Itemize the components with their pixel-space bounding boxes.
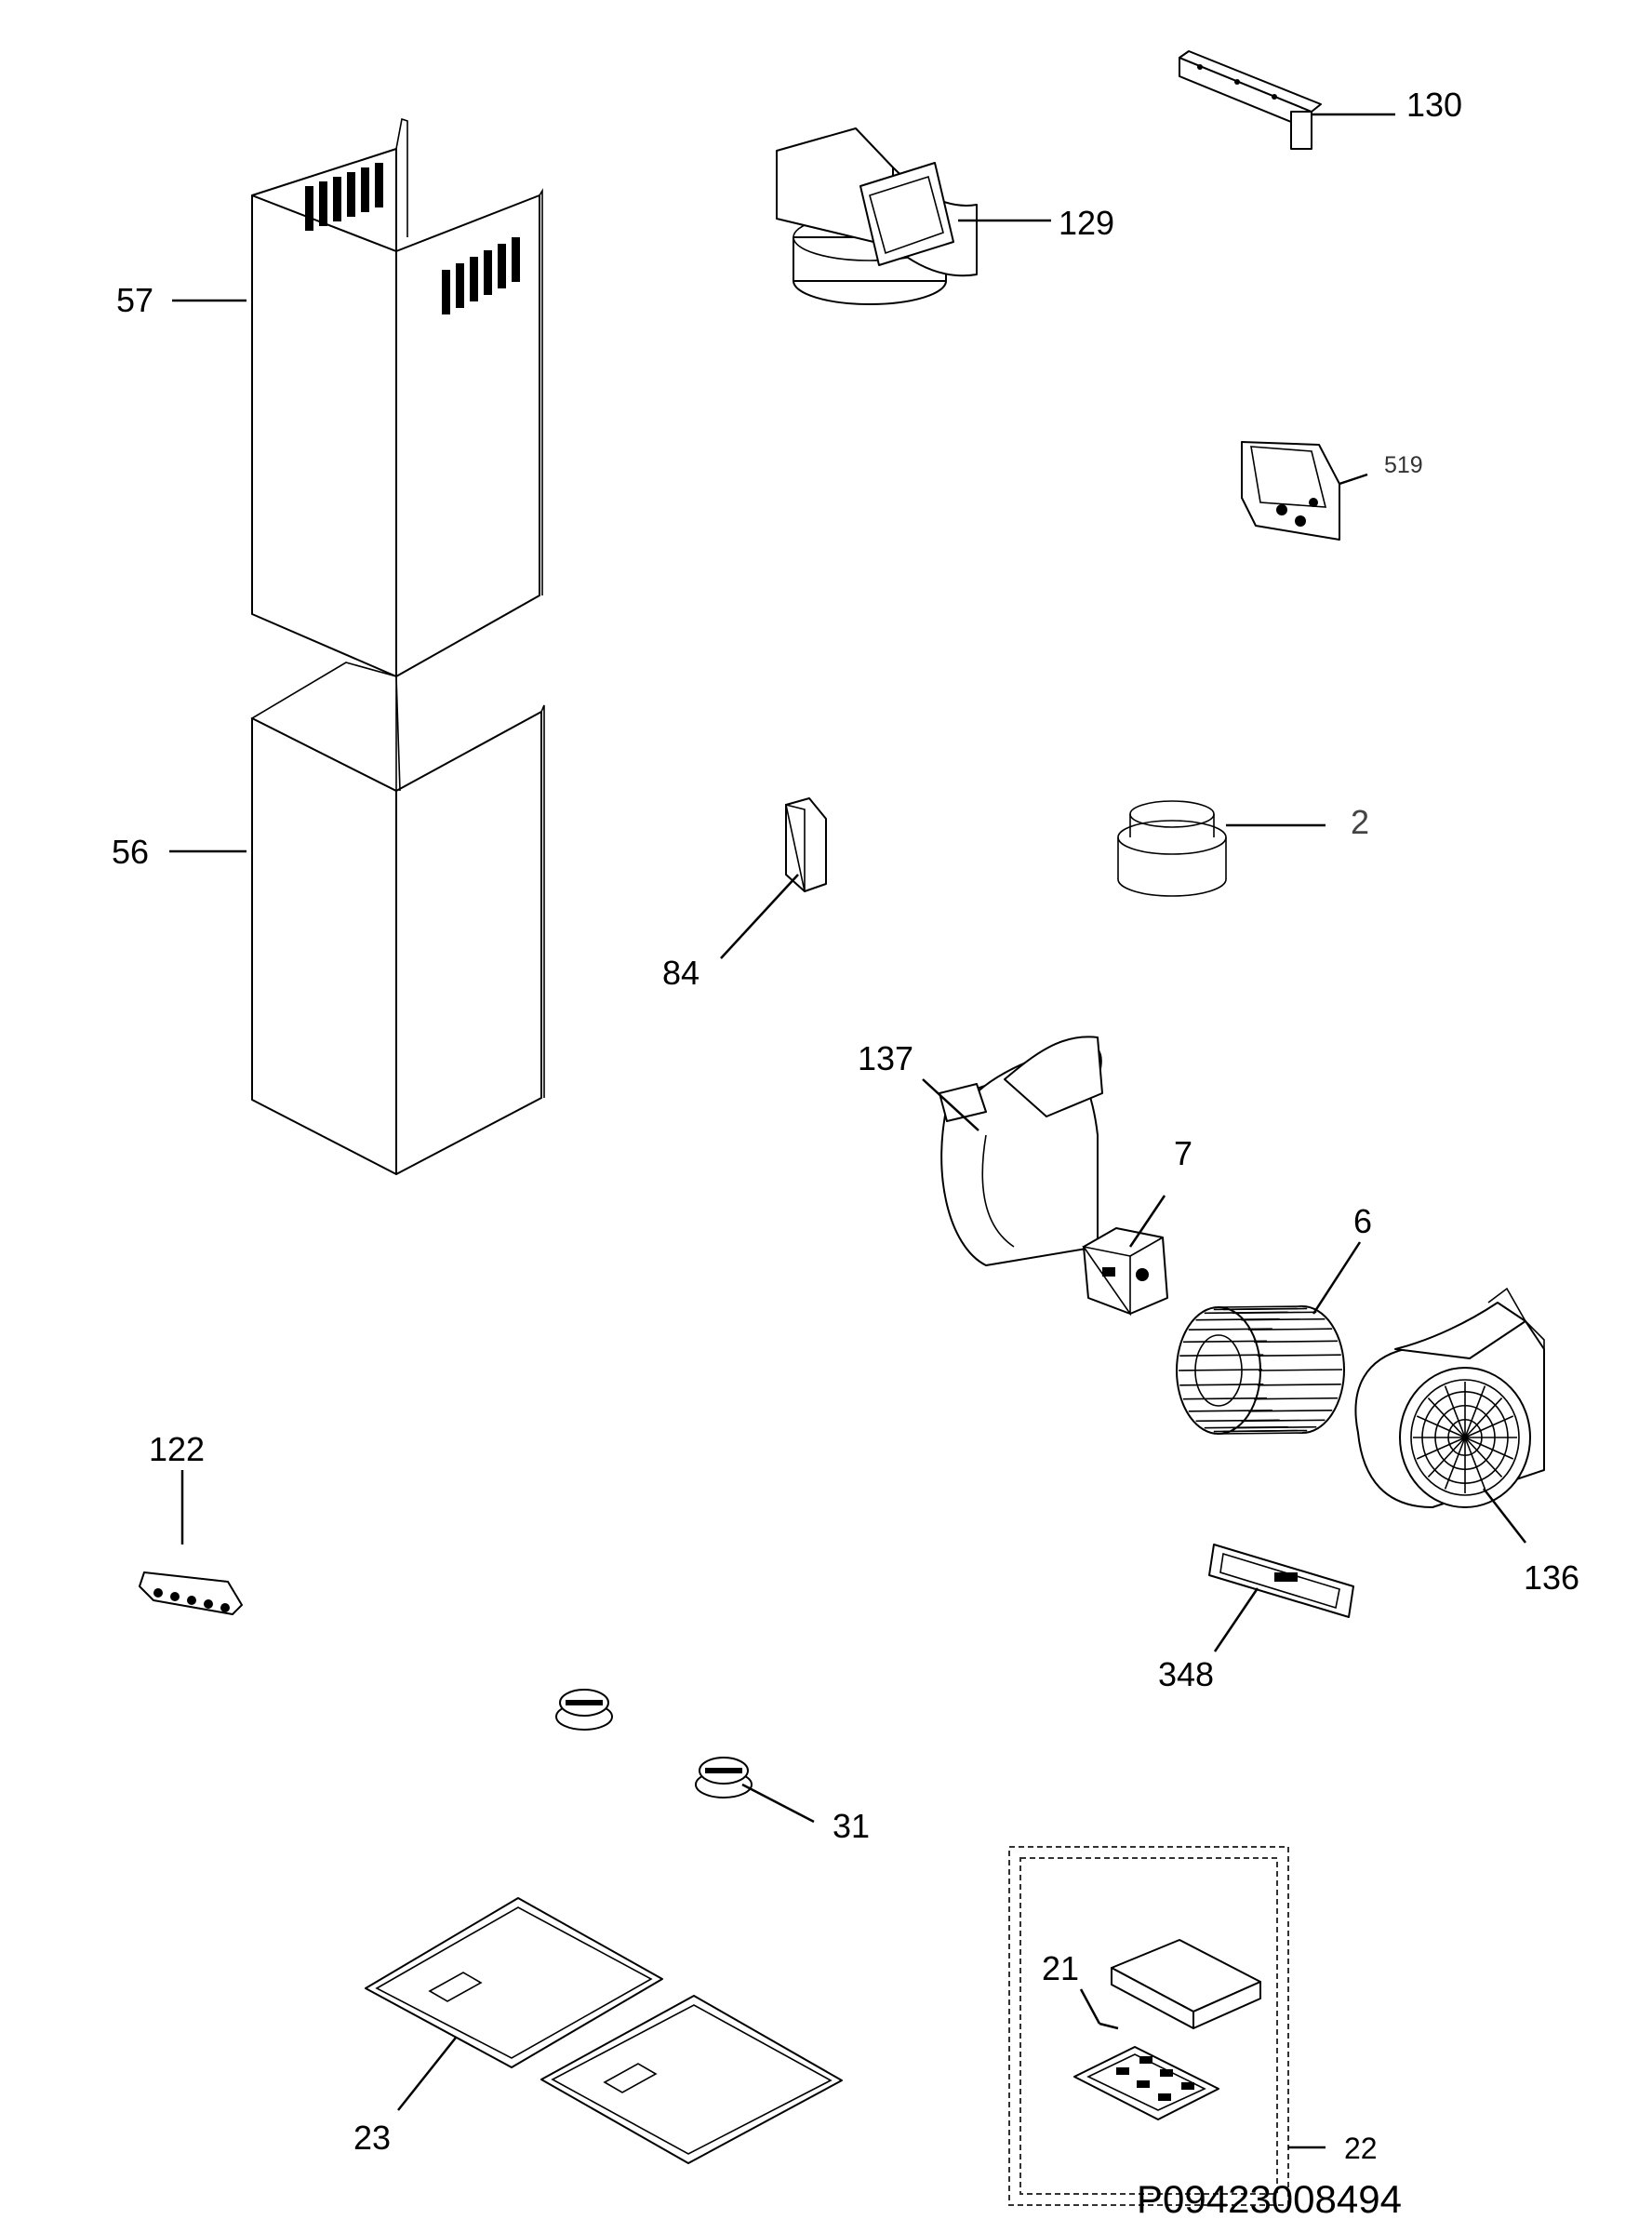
callout-7: 7 (1174, 1134, 1192, 1172)
fan-vane (1223, 1307, 1308, 1311)
callout-56: 56 (112, 833, 149, 871)
fan-vane (1257, 1354, 1341, 1357)
small-bracket-with-screws-part-519 (1241, 441, 1340, 541)
callout-130: 130 (1406, 86, 1462, 124)
callout-31: 31 (833, 1807, 870, 1845)
callout-348: 348 (1158, 1655, 1214, 1693)
callout-84: 84 (662, 954, 699, 992)
fan-vane (1179, 1383, 1264, 1386)
carbon-filter-kit-part-22 (1008, 1846, 1289, 2206)
control-knob-upper (555, 1689, 613, 1731)
grille-ring (1434, 1404, 1496, 1471)
lower-chimney-cover-part-56 (250, 662, 545, 1175)
control-board-part-348 (1208, 1544, 1354, 1618)
fan-vane (1213, 1429, 1298, 1433)
air-outlet-adapter-part-129 (776, 127, 978, 305)
callout-2: 2 (1351, 803, 1369, 841)
fan-vane (1254, 1397, 1339, 1400)
fan-vane (1257, 1383, 1341, 1386)
fan-motor-part-7 (1082, 1227, 1168, 1317)
blower-scroll-housing-part-137 (939, 1036, 1103, 1266)
grille-ring (1447, 1418, 1483, 1457)
fan-vane (1248, 1328, 1333, 1331)
callout-6: 6 (1353, 1202, 1372, 1240)
callout-23: 23 (353, 2119, 391, 2157)
callout-22: 22 (1344, 2132, 1378, 2165)
upper-chimney-cover-part-57 (251, 117, 543, 677)
carbon-filter-pad (1111, 1939, 1261, 2029)
filter-frame-part-21 (1073, 2046, 1219, 2120)
callout-136: 136 (1524, 1558, 1579, 1597)
fan-vane (1182, 1397, 1267, 1400)
fan-vane (1204, 1425, 1288, 1429)
callout-labels: 130 129 57 519 56 2 84 137 7 6 122 136 3… (112, 86, 1579, 2165)
callout-519: 519 (1384, 452, 1423, 478)
callout-129: 129 (1059, 204, 1114, 242)
fan-vane (1241, 1317, 1326, 1321)
switch-block-part-122 (139, 1571, 243, 1615)
fan-vane (1258, 1369, 1343, 1371)
blower-housing-part-136 (1354, 1287, 1545, 1508)
callout-21: 21 (1042, 1949, 1079, 1987)
document-number: P09423008494 (1137, 2177, 1402, 2221)
grease-filter-part-23 (365, 1897, 663, 2068)
control-knob-part-31 (695, 1757, 753, 1798)
fan-vane (1179, 1354, 1264, 1357)
fan-wheel-part-6 (1176, 1305, 1345, 1435)
leader-lines (169, 113, 1526, 2149)
fan-vane (1232, 1311, 1317, 1315)
fan-vane (1182, 1340, 1267, 1344)
callout-57: 57 (116, 281, 153, 319)
collar-ring-part-2 (1117, 800, 1227, 897)
grease-filter-second (540, 1995, 843, 2164)
callout-122: 122 (149, 1430, 205, 1468)
grille-ring (1421, 1390, 1509, 1485)
fan-vane (1254, 1340, 1339, 1344)
callout-137: 137 (858, 1039, 913, 1077)
capacitor-part-84 (784, 797, 827, 892)
fan-vane (1178, 1369, 1263, 1371)
fan-vane (1195, 1419, 1280, 1423)
mounting-bracket-part-130 (1179, 50, 1322, 150)
